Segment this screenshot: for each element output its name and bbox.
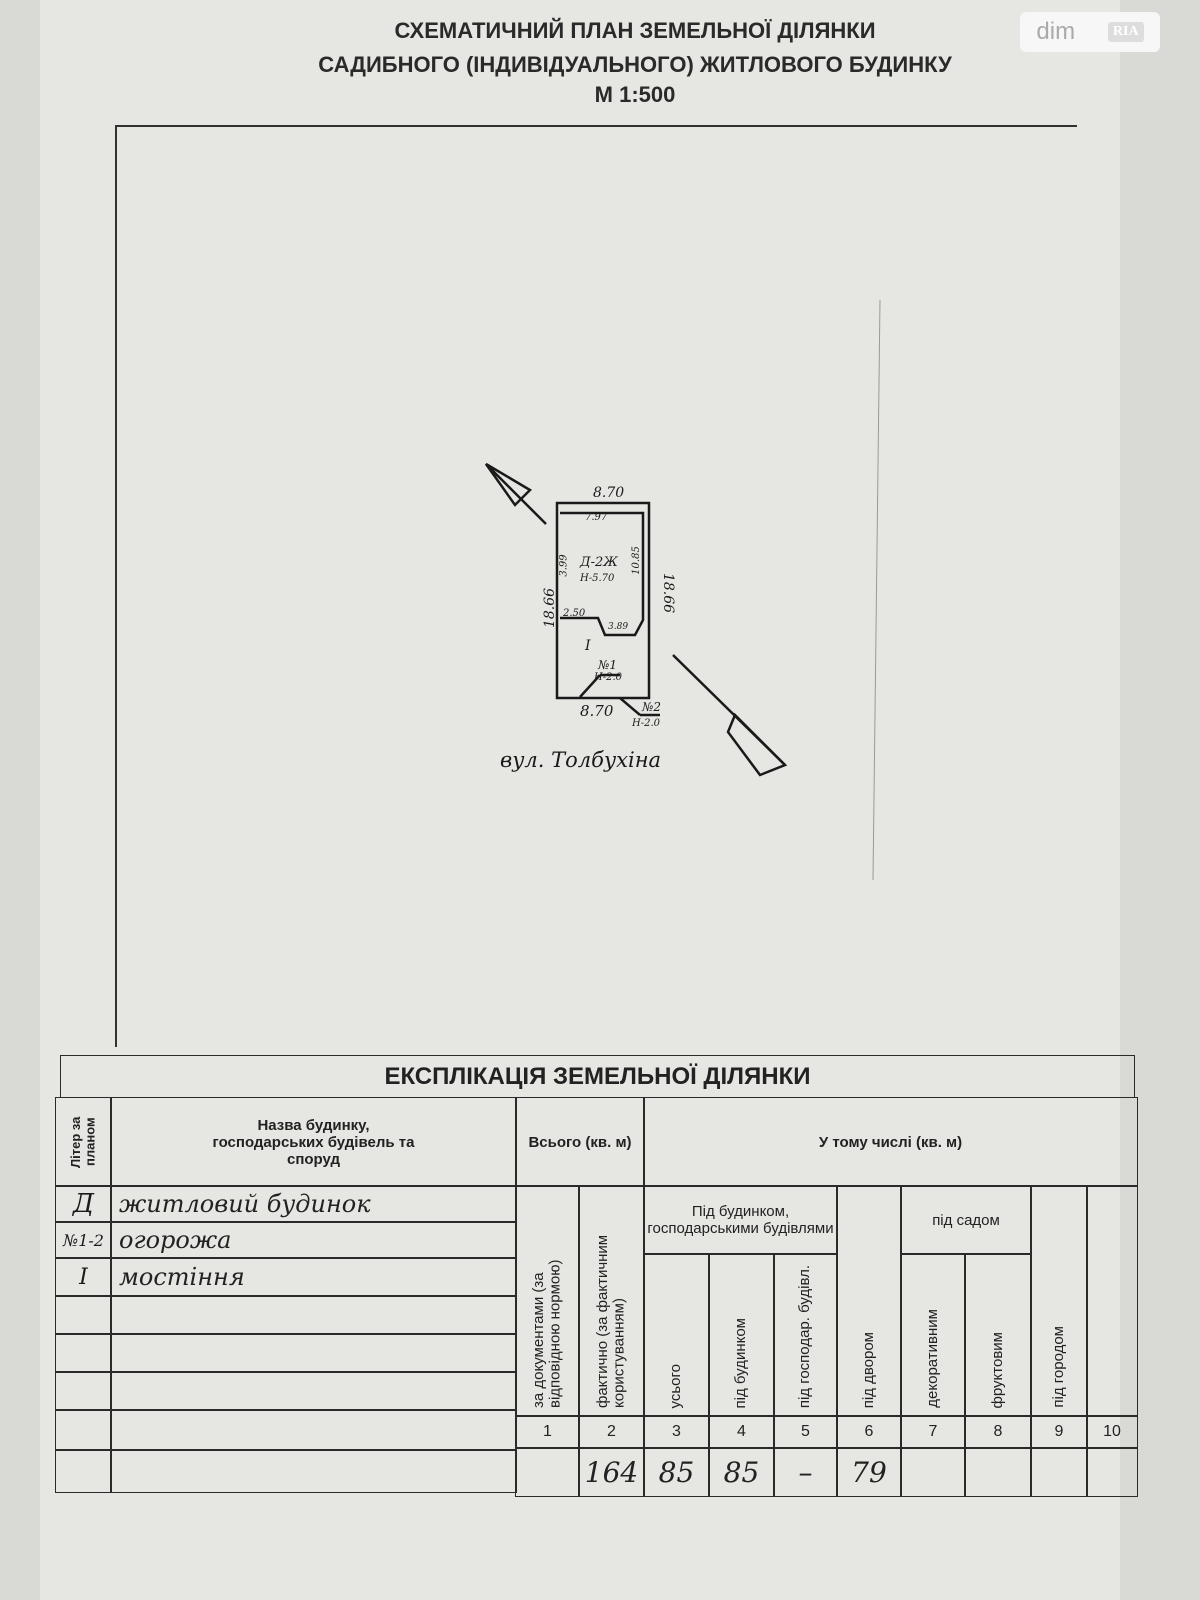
yard-label: І [585, 638, 591, 654]
dim-inner-left: 3.99 [558, 554, 570, 577]
column-number: 2 [578, 1415, 645, 1449]
value-col-10 [1086, 1447, 1138, 1497]
dim-inner-top: 7.97 [585, 512, 608, 523]
column-number: 6 [836, 1415, 902, 1449]
column-number: 7 [900, 1415, 966, 1449]
building-height: Н-5.70 [580, 573, 615, 584]
subheader-col-3: усього [643, 1253, 710, 1417]
subheader-label: фруктовим [988, 1331, 1006, 1408]
value-col-1 [515, 1447, 580, 1497]
subheader-label: під двором [859, 1331, 877, 1408]
dim-bottom: 8.70 [580, 702, 614, 720]
house-outline [560, 511, 645, 637]
row-3-name: мостіння [110, 1257, 517, 1297]
north-arrow-head [484, 462, 533, 507]
header-liter: Літер за планом [55, 1097, 112, 1187]
row-4-liter [55, 1295, 112, 1335]
value-col-6: 79 [836, 1447, 902, 1497]
subheader-col-7: декоративним [900, 1253, 966, 1417]
value-col-8 [964, 1447, 1032, 1497]
subheader-label: фактично (за фактичним користуванням) [594, 1234, 628, 1408]
column-number: 5 [773, 1415, 838, 1449]
row-2-liter: №1-2 [55, 1221, 112, 1259]
dim-inner-right: 10.85 [630, 546, 642, 575]
dim-top: 8.70 [593, 485, 625, 501]
dim-step-bottom: 3.89 [608, 622, 629, 632]
street-arrow-head [726, 712, 788, 777]
plan-title: СХЕМАТИЧНИЙ ПЛАН ЗЕМЕЛЬНОЇ ДІЛЯНКИ [394, 18, 876, 43]
subheader-col-5: під господар. будівл. [773, 1253, 838, 1417]
dim-right: 18.66 [660, 572, 677, 614]
column-number: 1 [515, 1415, 580, 1449]
column-number: 10 [1086, 1415, 1138, 1449]
header-including: У тому числі (кв. м) [643, 1097, 1138, 1187]
plan-frame [115, 125, 1077, 1047]
group-buildings: Під будинком, господарськими будівлями [643, 1185, 838, 1255]
subheader-col-1: за документами (за відповідною нормою) [515, 1185, 580, 1417]
subheader-label: під господар. будівл. [796, 1264, 814, 1408]
column-number: 9 [1030, 1415, 1088, 1449]
subheader-col-10 [1086, 1185, 1138, 1417]
row-6-liter [55, 1371, 112, 1411]
value-col-4: 85 [708, 1447, 775, 1497]
fence1-height: Н-2.0 [594, 672, 623, 683]
column-number: 3 [643, 1415, 710, 1449]
subheader-label: декоративним [923, 1309, 941, 1408]
row-7-name [110, 1409, 517, 1451]
subheader-col-2: фактично (за фактичним користуванням) [578, 1185, 645, 1417]
subheader-col-6: під двором [836, 1185, 902, 1417]
north-arrow [485, 463, 547, 525]
value-col-5: – [773, 1447, 838, 1497]
row-1-liter: Д [55, 1185, 112, 1223]
row-3-liter: І [55, 1257, 112, 1297]
value-col-9 [1030, 1447, 1088, 1497]
subheader-col-8: фруктовим [964, 1253, 1032, 1417]
row-6-name [110, 1371, 517, 1411]
plot-boundary [555, 501, 651, 700]
dim-left: 18.66 [542, 587, 559, 629]
plan-subtitle: САДИБНОГО (ІНДИВІДУАЛЬНОГО) ЖИТЛОВОГО БУ… [318, 52, 952, 77]
table-title: ЕКСПЛІКАЦІЯ ЗЕМЕЛЬНОЇ ДІЛЯНКИ [60, 1055, 1135, 1097]
fence1-label: №1 [598, 658, 617, 672]
row-7-liter [55, 1409, 112, 1451]
subheader-col-9: під городом [1030, 1185, 1088, 1417]
plan-scale: М 1:500 [594, 82, 676, 107]
column-number: 4 [708, 1415, 775, 1449]
column-number: 8 [964, 1415, 1032, 1449]
subheader-col-4: під будинком [708, 1253, 775, 1417]
building-label: Д-2Ж [580, 555, 618, 570]
header-total: Всього (кв. м) [515, 1097, 645, 1187]
value-col-7 [900, 1447, 966, 1497]
header-name: Назва будинку, господарських будівель та… [110, 1097, 517, 1187]
row-2-name: огорожа [110, 1221, 517, 1259]
value-col-2: 164 [578, 1447, 645, 1497]
street-label: вул. Толбухіна [500, 748, 662, 772]
row-1-name: житловий будинок [110, 1185, 517, 1223]
fence2-label: №2 [642, 700, 661, 714]
row-8-liter [55, 1449, 112, 1493]
value-col-3: 85 [643, 1447, 710, 1497]
row-5-liter [55, 1333, 112, 1373]
row-5-name [110, 1333, 517, 1373]
row-4-name [110, 1295, 517, 1335]
subheader-label: усього [667, 1363, 685, 1408]
subheader-label: під городом [1049, 1326, 1067, 1408]
group-garden: під садом [900, 1185, 1032, 1255]
fence2-height: Н-2.0 [632, 718, 661, 729]
subheader-label: за документами (за відповідною нормою) [530, 1259, 564, 1408]
subheader-label: під будинком [732, 1317, 750, 1408]
row-8-name [110, 1449, 517, 1493]
dim-step-left: 2.50 [563, 608, 586, 619]
